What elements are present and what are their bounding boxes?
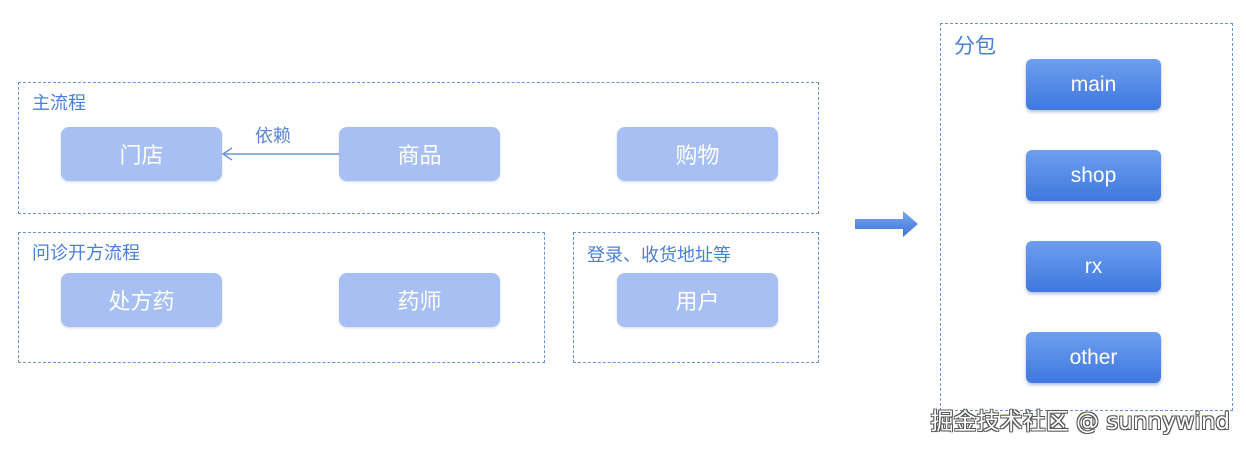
watermark: 掘金技术社区 @ sunnywind (930, 409, 1230, 435)
package-rx: rx (1026, 241, 1161, 292)
module-user: 用户 (617, 273, 778, 327)
main-flow-label: 主流程 (32, 93, 86, 114)
module-store: 门店 (61, 127, 222, 181)
main-flow-group (18, 82, 819, 214)
dependency-label: 依赖 (255, 126, 291, 147)
package-shop: shop (1026, 150, 1161, 201)
module-shopping: 购物 (617, 127, 778, 181)
consult-flow-label: 问诊开方流程 (32, 243, 140, 264)
package-main: main (1026, 59, 1161, 110)
transform-arrow-icon (855, 211, 918, 237)
module-prescription: 处方药 (61, 273, 222, 327)
packages-group (940, 23, 1233, 411)
packages-label: 分包 (954, 34, 996, 58)
login-flow-label: 登录、收货地址等 (587, 245, 731, 266)
dependency-arrow-head (221, 147, 233, 161)
module-pharmacist: 药师 (339, 273, 500, 327)
login-flow-group (573, 232, 819, 363)
module-goods: 商品 (339, 127, 500, 181)
consult-flow-group (18, 232, 545, 363)
package-other: other (1026, 332, 1161, 383)
